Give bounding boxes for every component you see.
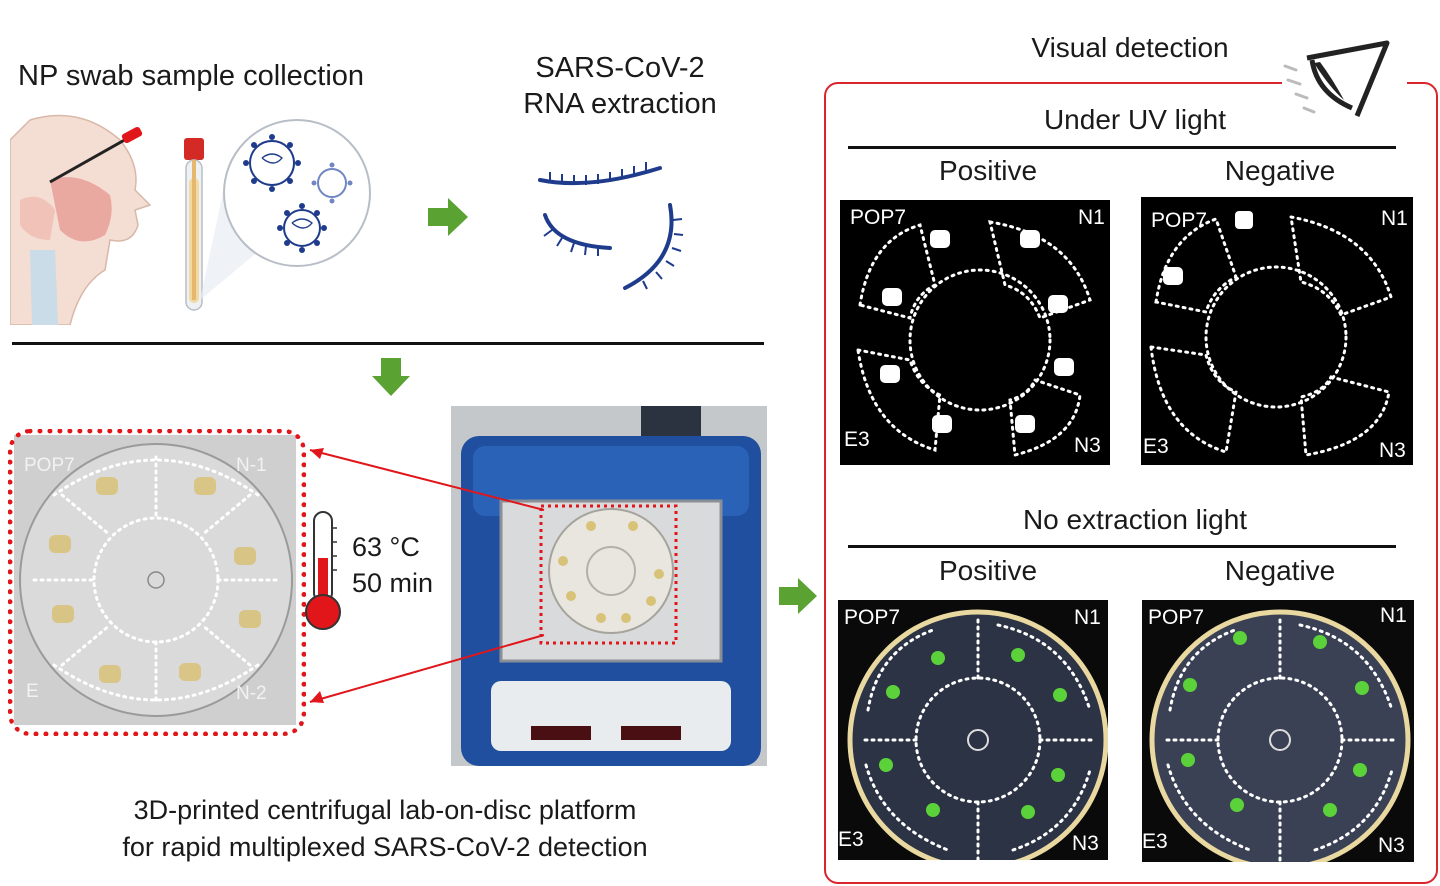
uv-header: Under UV light bbox=[1043, 104, 1227, 135]
platform-caption-line2: for rapid multiplexed SARS-CoV-2 detecti… bbox=[122, 832, 648, 862]
disc-label-n1: N-1 bbox=[236, 455, 267, 476]
disc-label-pop7: POP7 bbox=[24, 455, 75, 476]
sample-collection-title: NP swab sample collection bbox=[18, 60, 365, 92]
arrow-right-icon-2 bbox=[779, 578, 817, 614]
rna-strands-icon bbox=[538, 162, 684, 290]
noext-pos-label-e3: E3 bbox=[838, 828, 864, 851]
virus-magnifier-circle bbox=[223, 119, 371, 267]
thermometer-icon bbox=[305, 511, 341, 630]
noext-neg-label-n1: N1 bbox=[1380, 604, 1407, 627]
uv-pos-label-n3: N3 bbox=[1074, 434, 1101, 457]
uv-negative-disc: POP7 N1 E3 N3 bbox=[1141, 197, 1413, 465]
noext-negative-disc: POP7 N1 E3 N3 bbox=[1142, 600, 1414, 862]
uv-pos-label-e3: E3 bbox=[844, 428, 870, 451]
device-drawing bbox=[451, 406, 767, 766]
platform-caption-line1: 3D-printed centrifugal lab-on-disc platf… bbox=[133, 795, 637, 825]
noext-negative-label: Negative bbox=[1224, 555, 1336, 586]
eye-icon bbox=[1283, 40, 1390, 117]
disc-label-e: E bbox=[26, 681, 39, 702]
uv-negative-label: Negative bbox=[1224, 155, 1336, 186]
visual-detection-title: Visual detection bbox=[1031, 32, 1229, 63]
sample-tube bbox=[184, 138, 204, 311]
uv-neg-label-n3: N3 bbox=[1379, 439, 1406, 462]
uv-header-rule bbox=[848, 146, 1396, 149]
arrow-down-icon bbox=[372, 358, 410, 396]
uv-pos-label-pop7: POP7 bbox=[850, 206, 907, 229]
incubation-temp: 63 °C bbox=[352, 532, 420, 562]
noext-neg-label-pop7: POP7 bbox=[1148, 606, 1205, 629]
uv-neg-label-n1: N1 bbox=[1381, 207, 1408, 230]
zoom-arrows bbox=[309, 448, 545, 703]
uv-positive-drawing bbox=[856, 220, 1092, 457]
noext-pos-label-n1: N1 bbox=[1074, 606, 1101, 629]
frame-gap bbox=[1282, 76, 1407, 90]
arrow-right-icon bbox=[428, 198, 468, 236]
disc-photo-drawing bbox=[19, 443, 293, 717]
section-divider bbox=[12, 342, 764, 345]
disc-photo-dotted-frame bbox=[8, 429, 306, 736]
head-swab-illustration bbox=[10, 114, 152, 325]
disc-label-n2: N-2 bbox=[236, 683, 267, 704]
noext-positive-disc: POP7 N1 E3 N3 bbox=[838, 600, 1108, 860]
noext-pos-label-pop7: POP7 bbox=[844, 606, 901, 629]
rna-extraction-title-line2: RNA extraction bbox=[523, 88, 717, 120]
noext-neg-label-n3: N3 bbox=[1378, 834, 1405, 857]
noext-positive-label: Positive bbox=[938, 555, 1038, 586]
noext-negative-drawing bbox=[1149, 609, 1411, 862]
device-photo bbox=[451, 406, 767, 766]
uv-pos-label-n1: N1 bbox=[1078, 206, 1105, 229]
noext-pos-label-n3: N3 bbox=[1072, 832, 1099, 855]
uv-neg-label-pop7: POP7 bbox=[1151, 209, 1208, 232]
no-extraction-header-rule bbox=[848, 545, 1396, 548]
uv-positive-label: Positive bbox=[938, 155, 1038, 186]
uv-positive-disc: POP7 N1 E3 N3 bbox=[840, 200, 1110, 465]
noext-neg-label-e3: E3 bbox=[1142, 830, 1168, 853]
no-extraction-header: No extraction light bbox=[1022, 504, 1248, 535]
noext-positive-drawing bbox=[847, 609, 1108, 860]
visual-detection-frame bbox=[824, 82, 1438, 884]
uv-negative-drawing bbox=[1149, 211, 1393, 457]
rna-extraction-title-line1: SARS-CoV-2 bbox=[535, 52, 705, 84]
uv-neg-label-e3: E3 bbox=[1143, 435, 1169, 458]
incubation-time: 50 min bbox=[352, 568, 434, 598]
disc-photo-panel: POP7 N-1 E N-2 bbox=[14, 435, 296, 725]
